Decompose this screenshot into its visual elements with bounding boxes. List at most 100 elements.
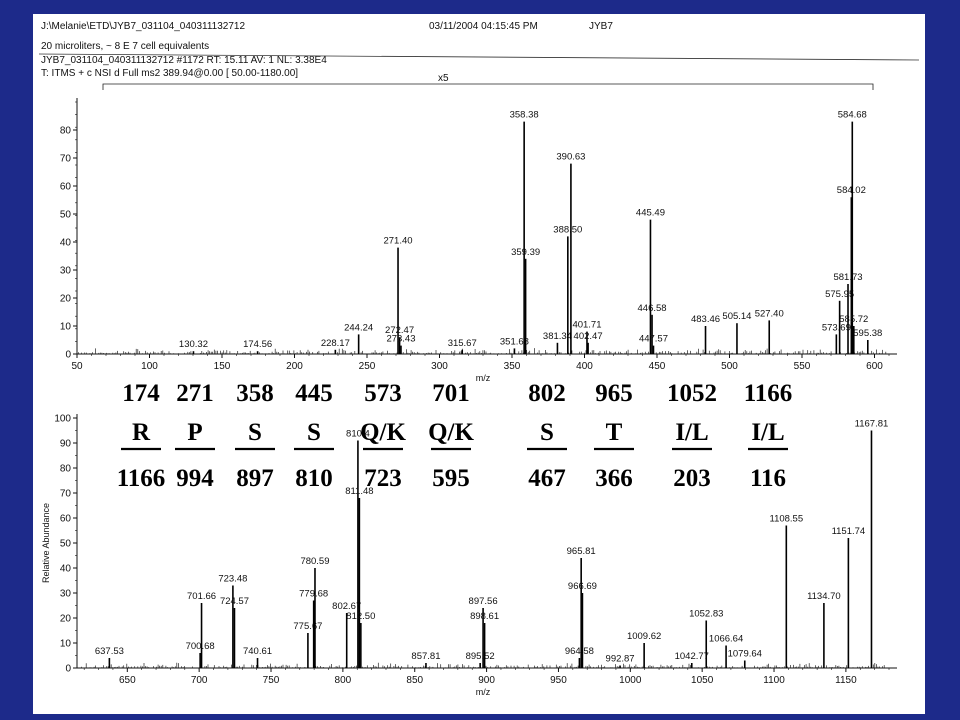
peak-label: 271.40: [383, 236, 412, 247]
y-tick-label: 30: [60, 266, 72, 277]
x-tick-label: 900: [478, 675, 495, 686]
peak-label: 483.46: [691, 314, 720, 325]
x-tick-label: 700: [191, 675, 208, 686]
y-tick-label: 70: [60, 489, 72, 500]
peak-label: 595.38: [853, 328, 882, 339]
header-scan: JYB7_031104_040311132712 #1172 RT: 15.11…: [41, 55, 327, 66]
y-tick-label: 30: [60, 589, 72, 600]
y-tick-label: 50: [60, 539, 72, 550]
x-tick-label: 250: [359, 361, 376, 372]
x-tick-label: 100: [141, 361, 158, 372]
y-tick-label: 20: [60, 614, 72, 625]
peak-label: 811.48: [345, 486, 373, 497]
residue-label: S: [540, 419, 554, 446]
peak-label: 965.81: [567, 546, 596, 557]
residue-label: S: [248, 419, 262, 446]
residue-label: I/L: [675, 419, 708, 446]
peak-label: 812.50: [346, 611, 375, 622]
peak-label: 966.69: [568, 581, 597, 592]
peak-label: 130.32: [179, 339, 208, 350]
residue-label: T: [606, 419, 623, 446]
peak-label: 358.38: [510, 110, 539, 121]
peak-label: 581.73: [833, 272, 862, 283]
peak-label: 1108.55: [769, 514, 803, 525]
residue-label: Q/K: [360, 419, 406, 446]
y-tick-label: 40: [60, 564, 72, 575]
y-tick-label: 10: [60, 322, 72, 333]
x-tick-label: 800: [335, 675, 352, 686]
header-date: 03/11/2004 04:15:45 PM: [429, 21, 538, 32]
peak-label: 527.40: [755, 308, 784, 319]
x-tick-label: 1100: [763, 675, 785, 686]
c-ion-mass: 1166: [744, 380, 793, 407]
z-ion-mass: 897: [236, 465, 274, 492]
peak-label: 584.02: [837, 185, 866, 196]
y-tick-label: 0: [65, 664, 71, 675]
x-axis-title: m/z: [476, 373, 491, 383]
peak-label: 584.68: [838, 110, 867, 121]
peak-label: 1052.83: [689, 609, 723, 620]
peak-label: 585.72: [839, 314, 868, 325]
peak-label: 964.58: [565, 646, 594, 657]
residue-label: R: [132, 419, 151, 446]
x-tick-label: 1150: [835, 675, 857, 686]
y-tick-label: 20: [60, 294, 72, 305]
peak-label: 402.47: [574, 331, 603, 342]
residue-label: P: [187, 419, 202, 446]
x-tick-label: 550: [794, 361, 811, 372]
y-tick-label: 100: [54, 414, 71, 425]
y-tick-label: 40: [60, 238, 72, 249]
c-ion-mass: 174: [122, 380, 160, 407]
peak-label: 1079.64: [728, 649, 762, 660]
z-ion-mass: 723: [364, 465, 402, 492]
peak-label: 174.56: [243, 339, 272, 350]
z-ion-mass: 994: [176, 465, 214, 492]
x-tick-label: 750: [263, 675, 280, 686]
peak-label: 723.48: [218, 574, 247, 585]
peak-label: 273.43: [386, 334, 415, 345]
peak-label: 244.24: [344, 322, 373, 333]
peak-label: 1066.64: [709, 634, 743, 645]
peak-label: 1042.77: [675, 651, 709, 662]
peak-label: 1134.70: [807, 591, 841, 602]
peak-label: 573.69: [822, 322, 851, 333]
peak-label: 445.49: [636, 208, 665, 219]
y-tick-label: 80: [60, 126, 72, 137]
residue-label: S: [307, 419, 321, 446]
x-tick-label: 300: [431, 361, 448, 372]
peak-label: 228.17: [321, 338, 350, 349]
c-ion-mass: 965: [595, 380, 633, 407]
c-ion-mass: 1052: [667, 380, 717, 407]
sequence-annotation: 174R1166271P994358S897445S810573Q/K72370…: [117, 380, 793, 492]
peak-label: 315.67: [448, 338, 477, 349]
c-ion-mass: 573: [364, 380, 402, 407]
x-tick-label: 950: [550, 675, 567, 686]
x-tick-label: 50: [71, 361, 83, 372]
y-tick-label: 60: [60, 182, 72, 193]
residue-label: Q/K: [428, 419, 474, 446]
peak-label: 802.67: [332, 601, 361, 612]
x-tick-label: 400: [576, 361, 593, 372]
peak-label: 1167.81: [855, 419, 889, 430]
peak-label: 895.52: [466, 651, 495, 662]
c-ion-mass: 701: [432, 380, 470, 407]
z-ion-mass: 1166: [117, 465, 166, 492]
header-path: J:\Melanie\ETD\JYB7_031104_040311132712: [41, 21, 245, 32]
x-tick-label: 500: [721, 361, 738, 372]
z-ion-mass: 810: [295, 465, 333, 492]
z-ion-mass: 203: [673, 465, 711, 492]
y-axis-title: Relative Abundance: [41, 503, 51, 583]
peak-label: 390.63: [556, 152, 585, 163]
z-ion-mass: 595: [432, 465, 470, 492]
peak-label: 740.61: [243, 646, 272, 657]
peak-label: 700.68: [186, 641, 215, 652]
y-tick-label: 10: [60, 639, 72, 650]
y-tick-label: 60: [60, 514, 72, 525]
peak-label: 780.59: [300, 556, 329, 567]
x-tick-label: 1000: [619, 675, 642, 686]
peak-label: 779.68: [299, 589, 328, 600]
y-tick-label: 90: [60, 439, 72, 450]
peak-label: 1009.62: [627, 631, 661, 642]
x-tick-label: 450: [649, 361, 666, 372]
